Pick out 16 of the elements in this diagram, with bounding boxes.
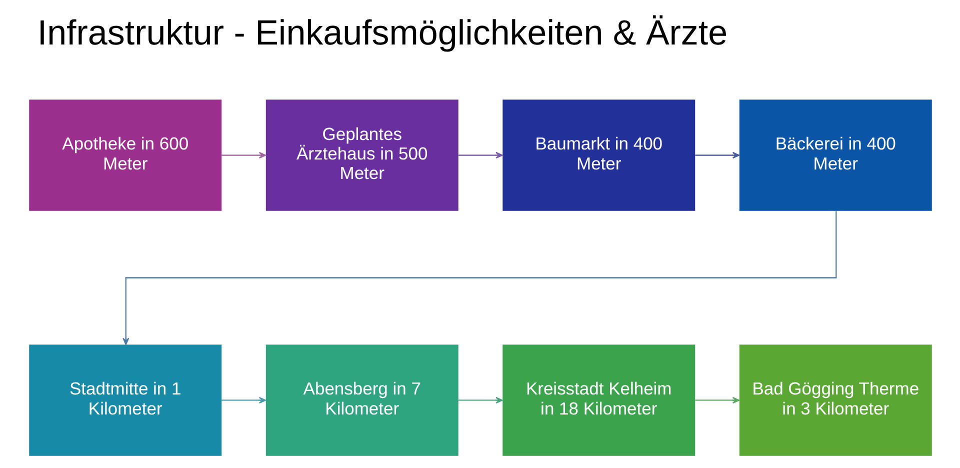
node-box: Baumarkt in 400 Meter bbox=[502, 100, 695, 211]
node-box: Kreisstadt Kelheim in 18 Kilometer bbox=[502, 344, 695, 456]
node-box: Bäckerei in 400 Meter bbox=[738, 100, 932, 211]
arrow bbox=[458, 152, 502, 159]
node-box: Stadtmitte in 1 Kilometer bbox=[28, 344, 222, 456]
arrow bbox=[221, 152, 266, 159]
node-box: Apotheke in 600 Meter bbox=[28, 100, 222, 211]
arrow bbox=[694, 152, 740, 159]
node-box: Abensberg in 7 Kilometer bbox=[265, 344, 458, 456]
arrow bbox=[458, 396, 502, 404]
diagram-title: Infrastruktur - Einkaufsmöglichkeiten & Ärzte bbox=[36, 13, 728, 52]
arrow bbox=[694, 396, 740, 404]
node-box: Geplantes Ärztehaus in 500 Meter bbox=[265, 100, 458, 211]
arrow bbox=[122, 211, 836, 345]
node-box: Bad Gögging Therme in 3 Kilometer bbox=[738, 344, 932, 456]
arrow bbox=[221, 396, 266, 404]
